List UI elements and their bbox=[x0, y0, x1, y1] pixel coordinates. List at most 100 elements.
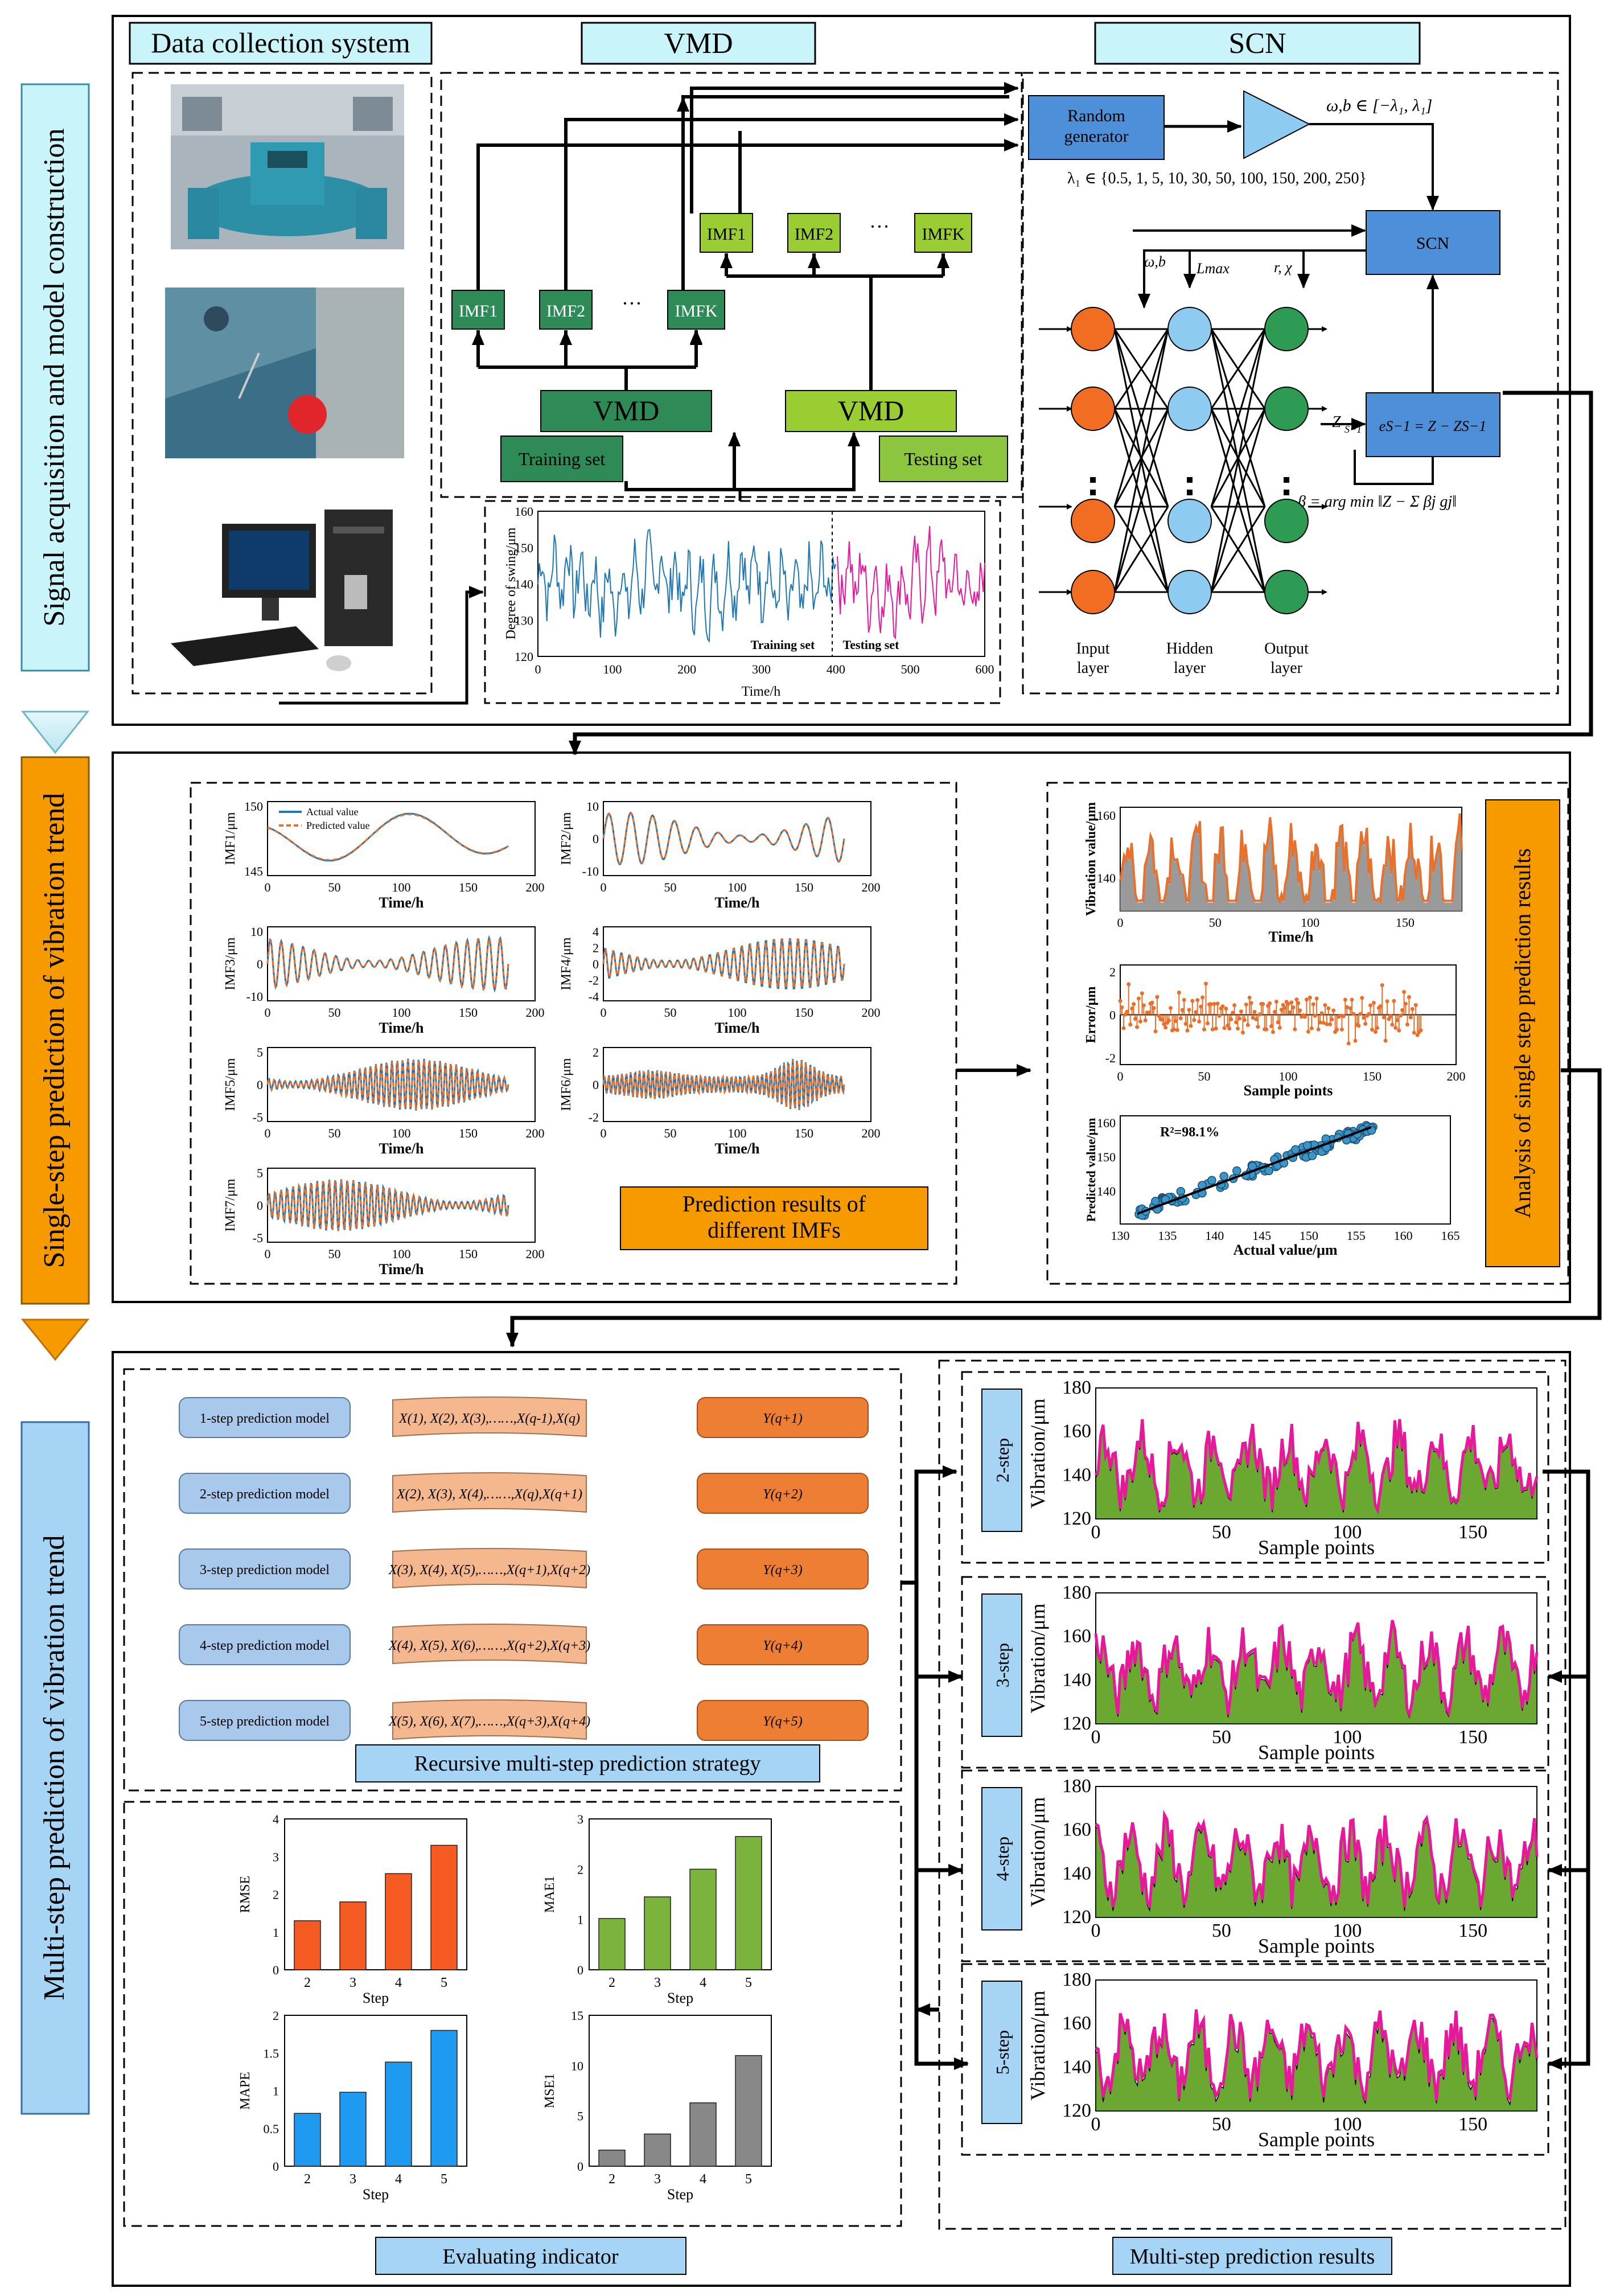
bar-xtick: 4 bbox=[395, 1975, 402, 1990]
imf-ytick: 150 bbox=[244, 799, 263, 814]
computer-photo bbox=[171, 510, 393, 671]
analysis-label: Analysis of single step prediction resul… bbox=[1510, 848, 1535, 1218]
a3-xtick: 145 bbox=[1252, 1229, 1271, 1243]
imf-ytick: -5 bbox=[253, 1231, 263, 1245]
a1-xtick: 100 bbox=[1301, 915, 1319, 930]
a1-ytick: 160 bbox=[1097, 808, 1116, 823]
a2-point bbox=[1210, 1027, 1215, 1032]
nn-edge bbox=[1210, 506, 1266, 593]
a2-point bbox=[1239, 1009, 1243, 1014]
test-imf1 bbox=[700, 213, 753, 253]
bar-xtick: 4 bbox=[395, 2172, 402, 2187]
imf-xtick: 150 bbox=[459, 880, 478, 894]
nn-edge bbox=[1113, 328, 1169, 409]
random-generator-box bbox=[1028, 95, 1165, 160]
error-box bbox=[1366, 392, 1500, 457]
model-box bbox=[179, 1700, 351, 1741]
multistep-predicted-line bbox=[1094, 1620, 1539, 1719]
data-collection-panel: Data collection system bbox=[129, 22, 433, 695]
omega-range: ω,b ∈ [−λ₁, λ₁] bbox=[1326, 96, 1432, 115]
imf-ylabel: IMF6/μm bbox=[559, 1058, 574, 1111]
a2-point bbox=[1345, 1005, 1349, 1009]
input-sequence-box bbox=[392, 1472, 587, 1513]
a2-point bbox=[1269, 1024, 1273, 1029]
imf-xtick: 0 bbox=[265, 880, 271, 894]
a2-point bbox=[1177, 991, 1181, 995]
input-sequence-label: X(3), X(4), X(5),……,X(q+1),X(q+2) bbox=[388, 1563, 590, 1578]
multistep-xtick: 100 bbox=[1333, 1522, 1362, 1543]
multistep-xlabel: Sample points bbox=[1258, 2128, 1375, 2151]
step-label: 3-step bbox=[992, 1643, 1013, 1687]
a3-point bbox=[1219, 1172, 1228, 1181]
bar-4 bbox=[689, 2102, 717, 2167]
bar-ytick: 0 bbox=[273, 1963, 279, 1977]
a2-point bbox=[1371, 1000, 1376, 1005]
a2-point bbox=[1397, 1028, 1401, 1033]
a2-point bbox=[1330, 1017, 1334, 1022]
a3-point bbox=[1264, 1166, 1273, 1176]
a2-point bbox=[1162, 1022, 1166, 1026]
imf-ylabel: IMF3/μm bbox=[223, 937, 238, 990]
a2-point bbox=[1118, 999, 1123, 1003]
bar-ytick: 2 bbox=[273, 2008, 279, 2023]
imf-plot-area bbox=[267, 801, 536, 876]
a2-point bbox=[1234, 1020, 1239, 1025]
a2-point bbox=[1194, 1010, 1198, 1014]
imf-xtick: 100 bbox=[728, 880, 747, 894]
a2-point bbox=[1236, 1026, 1240, 1031]
a2-point bbox=[1136, 996, 1141, 1001]
input-sequence-box bbox=[392, 1624, 587, 1665]
a2-point bbox=[1150, 1000, 1154, 1005]
multistep-ylabel: Vibration/μm bbox=[1026, 1990, 1049, 2100]
section3-frame bbox=[112, 1351, 1571, 2287]
nn-node bbox=[1264, 307, 1309, 351]
a2-point bbox=[1405, 1022, 1409, 1027]
imf2-predicted bbox=[602, 812, 845, 865]
bar-ytick: 4 bbox=[273, 1812, 279, 1826]
a2-xtick: 50 bbox=[1198, 1069, 1211, 1083]
imf-xtick: 100 bbox=[392, 1005, 411, 1020]
a2-point bbox=[1133, 1017, 1138, 1021]
a2-point bbox=[1325, 1022, 1329, 1026]
a2-point bbox=[1348, 1006, 1352, 1011]
imf-xtick: 100 bbox=[728, 1005, 747, 1020]
vmd-header: VMD bbox=[664, 27, 733, 60]
a2-point bbox=[1171, 1027, 1176, 1032]
a2-point bbox=[1182, 997, 1186, 1002]
multistep-ytick: 120 bbox=[1062, 2100, 1091, 2121]
bar-ylabel: MAE1 bbox=[542, 1876, 557, 1913]
train-imf1-label: IMF1 bbox=[459, 302, 498, 321]
a1-ytick: 140 bbox=[1097, 871, 1116, 885]
a2-point bbox=[1380, 983, 1384, 987]
a2-point bbox=[1163, 1025, 1168, 1030]
swing-xtick: 500 bbox=[901, 662, 920, 676]
model-label: 3-step prediction model bbox=[200, 1563, 330, 1578]
bar-xtick: 4 bbox=[700, 1975, 706, 1990]
imf-xtick: 0 bbox=[265, 1126, 271, 1140]
imf6-predicted bbox=[602, 1059, 845, 1110]
bar-ytick: 15 bbox=[571, 2008, 583, 2023]
bar-ytick: 2 bbox=[273, 1888, 279, 1902]
wb-label: ω,b bbox=[1144, 253, 1166, 270]
bar-2 bbox=[294, 1920, 321, 1970]
imf-xtick: 150 bbox=[459, 1005, 478, 1020]
bar-ytick: 3 bbox=[273, 1850, 279, 1864]
a2-point bbox=[1157, 1013, 1161, 1018]
nn-ellipsis-dot bbox=[1284, 477, 1289, 483]
multistep-ytick: 180 bbox=[1062, 1377, 1091, 1398]
nn-node bbox=[1071, 570, 1115, 614]
model-box bbox=[179, 1397, 351, 1438]
a2-point bbox=[1360, 996, 1364, 1000]
output-box bbox=[697, 1700, 869, 1741]
a2-point bbox=[1215, 1001, 1220, 1006]
multistep-xtick: 50 bbox=[1212, 1727, 1231, 1748]
nn-edge bbox=[1113, 506, 1169, 593]
scn-header-box bbox=[1094, 22, 1421, 65]
a2-point bbox=[1222, 1026, 1227, 1030]
a2-point bbox=[1229, 1017, 1234, 1022]
a2-point bbox=[1261, 1002, 1265, 1007]
a2-point bbox=[1341, 1014, 1346, 1018]
